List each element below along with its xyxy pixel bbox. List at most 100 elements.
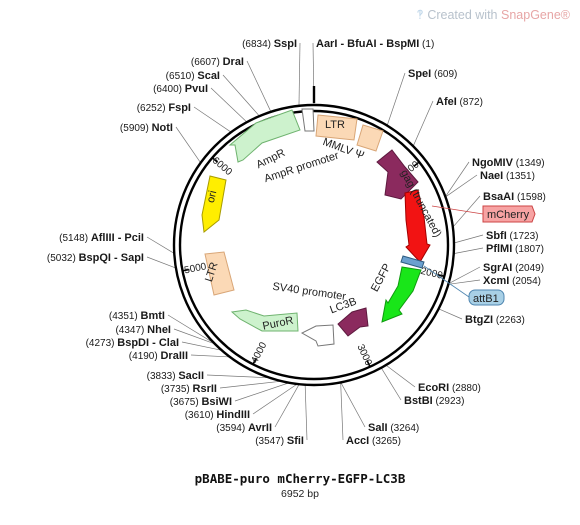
feature-ampr-arrow[interactable]: [228, 109, 301, 163]
site-pos-sfii: (3547): [255, 436, 287, 447]
site-pos-sgrai: (2049): [512, 263, 544, 274]
site-label-spei[interactable]: SpeI (609): [408, 68, 457, 80]
site-pos-afei: (872): [457, 97, 483, 108]
site-leader-rsrii: [219, 380, 282, 389]
watermark-prefix: Created with: [427, 8, 498, 22]
feature-ltr-2[interactable]: [204, 251, 235, 296]
feature-label-ori: ori: [205, 189, 219, 204]
site-pos-avrii: (3594): [216, 423, 248, 434]
site-label-drai[interactable]: (6607) DraI: [191, 56, 244, 68]
site-pos-rsrii: (3735): [161, 384, 193, 395]
site-leader-bsiwi: [234, 382, 290, 402]
site-leader-nhei: [173, 328, 216, 345]
site-name-fspi: FspI: [168, 102, 191, 114]
site-label-bsiwi[interactable]: (3675) BsiWI: [170, 396, 232, 408]
site-name-pflmi: PflMI: [486, 243, 512, 255]
site-label-aari[interactable]: AarI - BfuAI - BspMI (1): [316, 38, 434, 50]
site-name-spei: SpeI: [408, 68, 431, 80]
site-label-nhei[interactable]: (4347) NheI: [115, 324, 171, 336]
feature-egfp-arrow[interactable]: [381, 266, 422, 323]
site-name-sbfi: SbfI: [486, 230, 507, 242]
feature-ampr-promoter[interactable]: [301, 108, 315, 132]
site-label-bmti[interactable]: (4351) BmtI: [109, 310, 165, 322]
restriction-site-labels: AarI - BfuAI - BspMI (1) SpeI (609) AfeI (…: [47, 38, 546, 447]
site-label-xcmi[interactable]: XcmI (2054): [483, 275, 541, 287]
site-pos-bspdi: (4273): [86, 338, 118, 349]
tick-label-2000: 2000: [419, 266, 444, 282]
site-label-sali[interactable]: SalI (3264): [368, 422, 419, 434]
site-pos-sspi: (6834): [242, 39, 274, 50]
site-label-naei[interactable]: NaeI (1351): [480, 170, 535, 182]
site-label-sacii[interactable]: (3833) SacII: [147, 370, 204, 382]
feature-ltr-1[interactable]: [315, 114, 358, 141]
site-label-scai[interactable]: (6510) ScaI: [166, 70, 220, 82]
site-label-sfii[interactable]: (3547) SfiI: [255, 435, 304, 447]
site-label-fspi[interactable]: (6252) FspI: [137, 102, 191, 114]
tick-label-3000: 3000: [354, 343, 373, 368]
badge-mcherry-label: mCherry: [487, 209, 530, 221]
site-pos-pflmi: (1807): [512, 244, 544, 255]
site-label-bspdi[interactable]: (4273) BspDI - ClaI: [86, 337, 179, 349]
site-label-afliii[interactable]: (5148) AflIII - PciI: [59, 232, 144, 244]
site-pos-ecori: (2880): [449, 383, 481, 394]
site-label-rsrii[interactable]: (3735) RsrII: [161, 383, 217, 395]
site-label-avrii[interactable]: (3594) AvrII: [216, 422, 272, 434]
tick-mark-4000: [252, 357, 257, 365]
feature-puror-arrow[interactable]: [230, 309, 299, 332]
site-label-bstbi[interactable]: BstBI (2923): [404, 395, 464, 407]
badge-mcherry[interactable]: mCherry: [482, 205, 536, 223]
site-label-ngomiv[interactable]: NgoMIV (1349): [472, 157, 545, 169]
site-leader-bspqi: [146, 256, 177, 269]
site-label-pflmi[interactable]: PflMI (1807): [486, 243, 544, 255]
site-pos-sbfi: (1723): [507, 231, 539, 242]
site-leader-acci: [340, 382, 344, 441]
site-label-sgrai[interactable]: SgrAI (2049): [483, 262, 544, 274]
site-leader-draiii: [190, 354, 230, 358]
badge-attb1[interactable]: attB1: [468, 289, 505, 306]
site-leader-scai: [222, 74, 260, 117]
site-label-pvui[interactable]: (6400) PvuI: [153, 83, 208, 95]
feature-lc3b-arrow[interactable]: [337, 307, 369, 337]
site-leader-hindiii: [252, 383, 298, 415]
site-name-ecori: EcoRI: [418, 382, 449, 394]
site-label-bsaai[interactable]: BsaAI (1598): [483, 191, 546, 203]
site-leader-sgrai: [448, 266, 481, 285]
feature-sv40-promoter[interactable]: [300, 324, 335, 347]
tick-mark-1000: [413, 161, 420, 167]
site-leader-naei: [445, 174, 478, 198]
feature-label-ltr-1: LTR: [325, 119, 345, 131]
site-label-noti[interactable]: (5909) NotI: [120, 122, 173, 134]
tick-mark-6000: [211, 157, 219, 163]
site-label-ecori[interactable]: EcoRI (2880): [418, 382, 481, 394]
feature-ori-arrow[interactable]: [201, 175, 227, 233]
site-pos-sacii: (3833): [147, 371, 179, 382]
feature-mcherry-arrow[interactable]: [404, 189, 431, 263]
site-name-bstbi: BstBI: [404, 395, 433, 407]
site-label-draiii[interactable]: (4190) DraIII: [129, 350, 188, 362]
site-leader-lines: [146, 42, 484, 441]
site-name-noti: NotI: [152, 122, 173, 134]
snapgene-logo-icon: 🙺: [416, 8, 424, 22]
plasmid-size: 6952 bp: [281, 488, 319, 500]
site-pos-naei: (1351): [503, 171, 535, 182]
site-pos-afliii: (5148): [59, 233, 91, 244]
feature-gag-arrow[interactable]: [376, 149, 419, 200]
site-label-bspqi[interactable]: (5032) BspQI - SapI: [47, 252, 144, 264]
site-label-sspi[interactable]: (6834) SspI: [242, 38, 297, 50]
site-name-afei: AfeI: [436, 96, 457, 108]
site-pos-pvui: (6400): [153, 84, 185, 95]
site-label-afei[interactable]: AfeI (872): [436, 96, 483, 108]
backbone: [172, 86, 456, 387]
site-label-sbfi[interactable]: SbfI (1723): [486, 230, 538, 242]
site-pos-scai: (6510): [166, 71, 198, 82]
site-label-acci[interactable]: AccI (3265): [346, 435, 401, 447]
site-name-bspqi: BspQI - SapI: [79, 252, 144, 264]
feature-mmlv-psi[interactable]: [356, 124, 384, 152]
site-label-btgzi[interactable]: BtgZI (2263): [465, 314, 525, 326]
site-pos-btgzi: (2263): [493, 315, 525, 326]
site-label-hindiii[interactable]: (3610) HindIII: [185, 409, 250, 421]
site-leader-sali: [340, 382, 366, 428]
feature-attb1-band[interactable]: [400, 255, 425, 269]
site-pos-draiii: (4190): [129, 351, 161, 362]
watermark-brand: SnapGene: [501, 8, 561, 22]
